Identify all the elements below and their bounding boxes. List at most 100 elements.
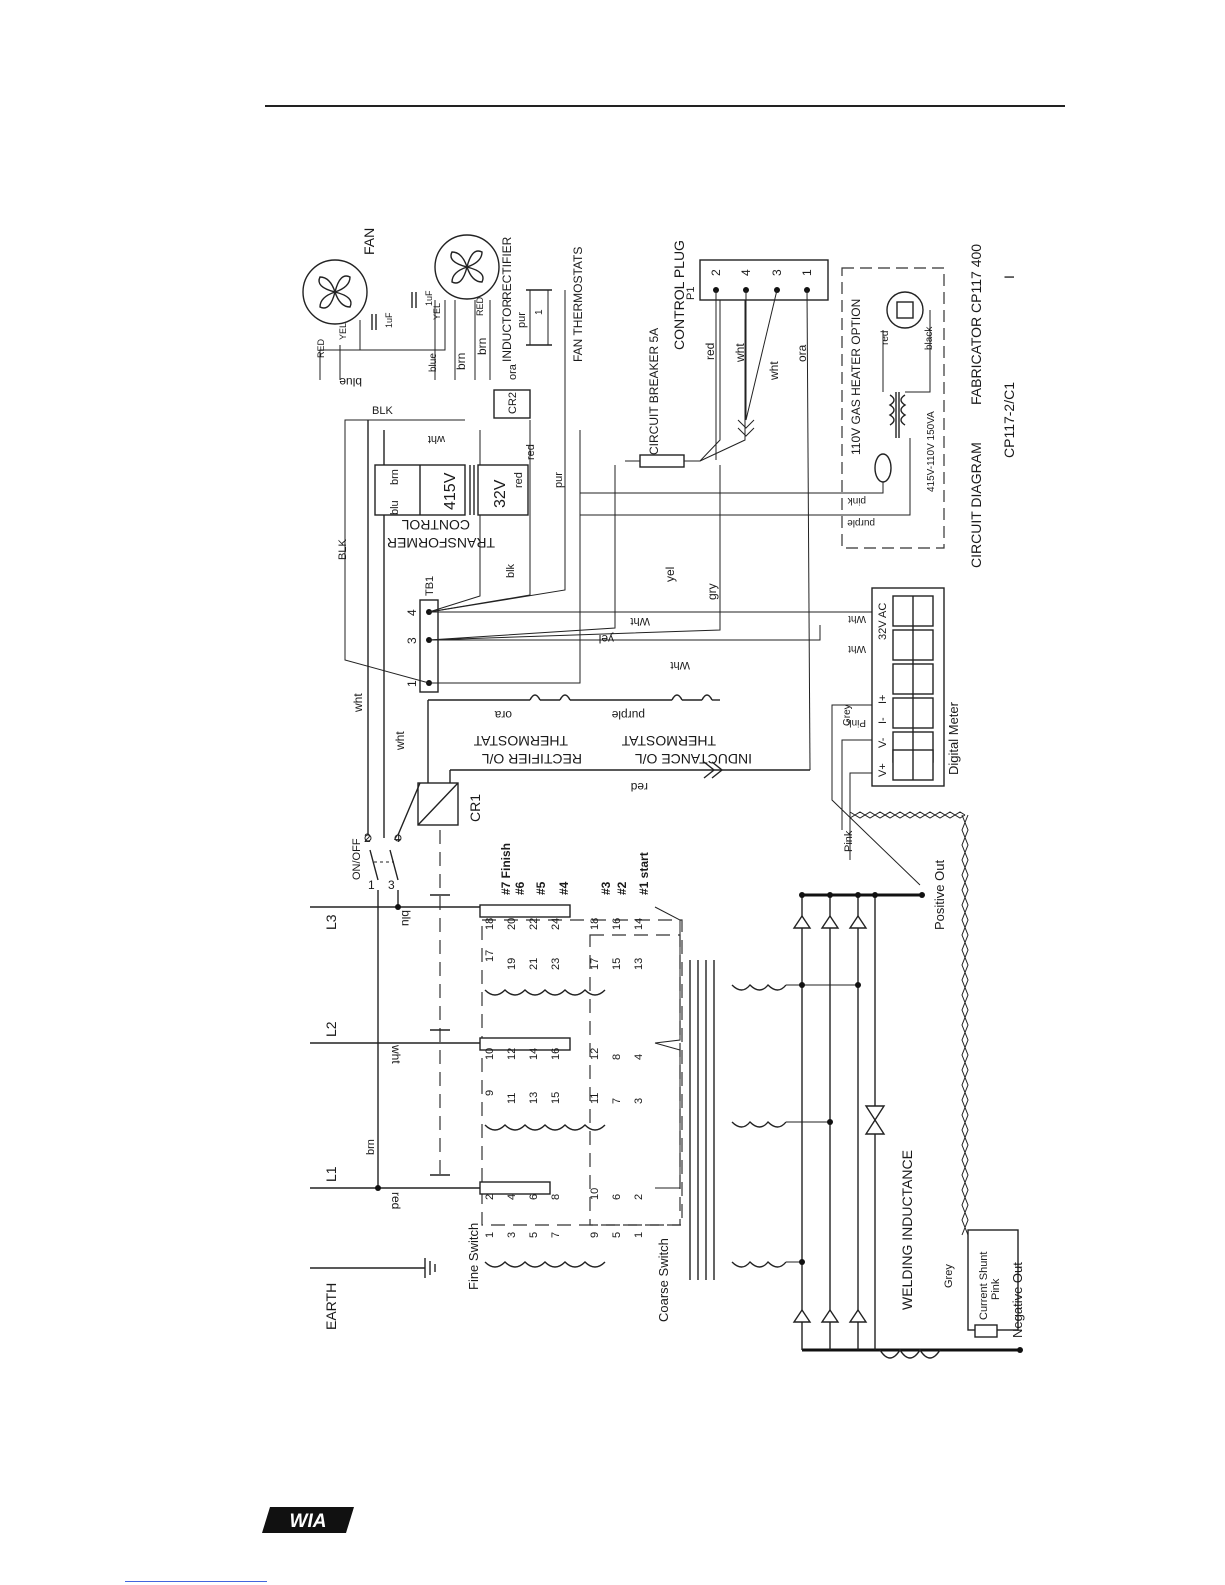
fan-section: FAN RECTIFIER INDUCTOR FAN THERMOSTATS 1…	[302, 228, 585, 460]
fs-l3-t1: 20	[506, 918, 518, 930]
tb1-t1: 1	[405, 680, 419, 687]
cs-pos-3: #3	[599, 881, 613, 895]
ct-brn: brn	[389, 469, 401, 485]
fs-l1-b3: 7	[550, 1232, 562, 1238]
fs-l3-b2: 21	[528, 958, 540, 970]
tb1-terminal-block: TB1 4 3 1 BLK yel yel gry Wht Wht	[337, 290, 875, 693]
wire-wht-l2: wht	[389, 1044, 403, 1064]
ct-red: red	[513, 472, 525, 488]
fs-l1-b0: 1	[484, 1232, 496, 1238]
fs-l2-b3: 15	[550, 1092, 562, 1104]
ct-line2: TRANSFORMER	[387, 535, 495, 551]
control-transformer: 415V 32V CONTROL TRANSFORMER brn blu red…	[374, 464, 565, 578]
rectifier-bridge	[792, 892, 1020, 1352]
main-transformer	[689, 960, 860, 1280]
wire-ora-therm: ora	[494, 708, 512, 722]
tb1-t3: 3	[405, 637, 419, 644]
title-line1: CIRCUIT DIAGRAM	[968, 442, 984, 568]
meter-wht-2: Wht	[848, 643, 866, 654]
meter-iminus: I-	[877, 717, 889, 724]
overload-thermostats: ora purple RECTIFIER O/L THERMOSTAT INDU…	[427, 694, 752, 783]
wire-RED-2: RED	[475, 296, 485, 316]
circuit-breaker: CIRCUIT BREAKER 5A	[625, 295, 746, 468]
title-block: CIRCUIT DIAGRAM FABRICATOR CP117 400 CP1…	[968, 244, 1017, 568]
ct-line1: CONTROL	[401, 517, 470, 533]
cs-l2-t2: 4	[633, 1054, 645, 1060]
control-plug: CONTROL PLUG P1 2 4 3 1 red wht wht ora	[671, 240, 829, 771]
wire-YEL-2: YEL	[432, 303, 442, 320]
positive-out-label: Positive Out	[932, 860, 947, 930]
meter-vminus: V-	[877, 737, 889, 748]
rectifier-ol-line1: RECTIFIER O/L	[481, 751, 582, 767]
rectifier-ol-line2: THERMOSTAT	[473, 733, 568, 749]
control-plug-label: CONTROL PLUG	[671, 240, 687, 350]
on-off-label: ON/OFF	[351, 838, 363, 880]
fine-switch: Fine Switch 2 4 6 8 1 3 5 7 10 12 14 16 …	[466, 843, 683, 1290]
meter-pink-lower: Pink	[843, 830, 855, 852]
fan-th-num: 1	[534, 309, 545, 315]
meter-wht-1: Wht	[848, 613, 866, 624]
fs-l1-t3: 8	[550, 1194, 562, 1200]
l1-label: L1	[323, 1166, 339, 1182]
gas-heater-rating: 415V-110V 150VA	[926, 411, 937, 492]
drawing-number: CP117-2/C1	[1001, 382, 1017, 458]
wire-blu-l3: blu	[399, 910, 413, 926]
wire-RED-1: RED	[316, 338, 326, 358]
fs-l3-b0: 17	[484, 950, 496, 962]
fs-pos-6: #6	[513, 881, 527, 895]
cap-2-label: 1uF	[424, 290, 434, 306]
heater-black: black	[924, 326, 935, 350]
meter-32vac: 32V AC	[877, 603, 889, 640]
fan-thermostats-label: FAN THERMOSTATS	[571, 247, 585, 362]
fs-l1-t0: 2	[484, 1194, 496, 1200]
plug-wire-red: red	[703, 343, 717, 360]
cs-l2-b1: 7	[611, 1098, 623, 1104]
cr2-label: CR2	[507, 392, 519, 414]
fs-l1-t2: 6	[528, 1194, 540, 1200]
earth-label: EARTH L1 L2 L3 red brn wht blu	[323, 910, 413, 1330]
fs-l2-b0: 9	[484, 1090, 496, 1096]
title-line2: FABRICATOR CP117 400	[968, 244, 984, 405]
meter-iplus: I+	[877, 695, 889, 704]
plug-wire-ora: ora	[795, 344, 809, 362]
tb1-label: TB1	[424, 576, 436, 596]
cs-l1-b1: 5	[611, 1232, 623, 1238]
fs-l2-t0: 10	[484, 1048, 496, 1060]
plug-pin-1: 1	[800, 269, 814, 276]
negative-out-label: Negative Out	[1010, 1262, 1025, 1338]
wire-yel-1: yel	[599, 632, 614, 646]
coarse-switch: Coarse Switch #3 #2 #1 start 10 6 2 9 5 …	[589, 852, 681, 1322]
fs-pos-7: #7 Finish	[499, 843, 513, 895]
shunt-grey: Grey	[943, 1264, 955, 1288]
wia-logo-text: WIA	[290, 1511, 327, 1532]
gas-heater-option: 110V GAS HEATER OPTION 415V-110V 150VA r…	[580, 267, 945, 549]
supply-lines	[310, 830, 480, 1278]
breaker-label: CIRCUIT BREAKER 5A	[647, 328, 661, 455]
meter-pink: Pink	[846, 717, 866, 728]
wire-blue-1: blue	[428, 353, 439, 372]
footer-link-underline	[125, 1581, 267, 1582]
cs-pos-1: #1 start	[637, 852, 651, 895]
wire-red-cr2: red	[525, 444, 537, 460]
fs-l3-b3: 23	[550, 958, 562, 970]
wire-brn: brn	[365, 1139, 377, 1155]
cs-l1-b2: 1	[633, 1232, 645, 1238]
fs-l1-b1: 3	[506, 1232, 518, 1238]
cs-l1-t1: 6	[611, 1194, 623, 1200]
welding-inductance-label: WELDING INDUCTANCE	[899, 1150, 915, 1310]
on-off-t2: 2	[364, 831, 371, 845]
fs-l2-b2: 13	[528, 1092, 540, 1104]
heater-purple: purple	[847, 517, 875, 528]
fs-l3-t3: 24	[550, 918, 562, 930]
ct-v1: 415V	[442, 472, 459, 510]
cs-l3-t1: 16	[611, 918, 623, 930]
gas-heater-label: 110V GAS HEATER OPTION	[849, 299, 863, 455]
cs-l3-t2: 14	[633, 918, 645, 930]
wia-logo: WIA	[262, 1507, 354, 1533]
plug-wire-wht-1: wht	[733, 343, 747, 363]
digital-meter-label: Digital Meter	[946, 701, 961, 775]
ct-v2: 32V	[492, 479, 509, 508]
ct-pur: pur	[553, 472, 565, 488]
plug-pin-2: 2	[709, 269, 723, 276]
